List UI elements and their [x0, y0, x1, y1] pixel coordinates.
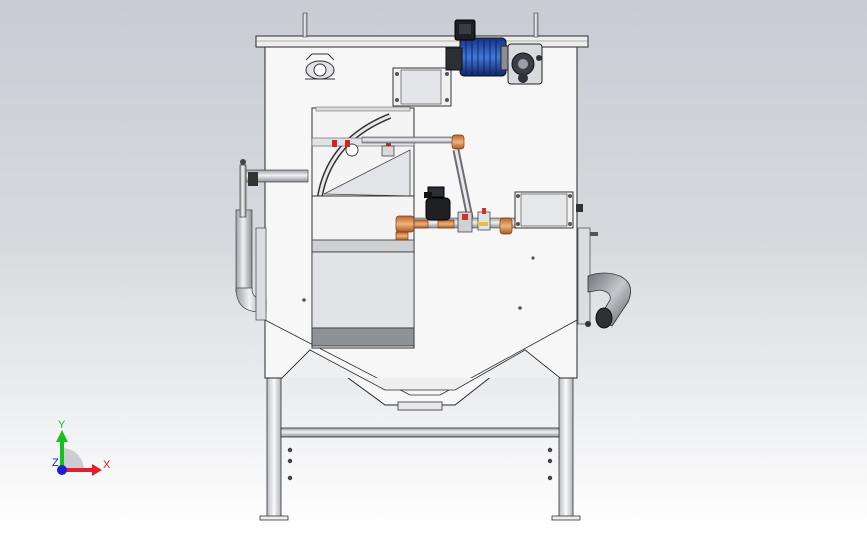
gearbox-icon	[507, 43, 543, 85]
lifting-eye	[305, 53, 335, 80]
y-axis-label: Y	[58, 419, 66, 431]
right-foot	[551, 515, 581, 521]
coordinate-triad: Y X Z	[52, 419, 111, 476]
solenoid-valve-icon	[424, 186, 451, 221]
z-axis-origin	[57, 465, 67, 475]
electric-motor-icon	[445, 19, 510, 77]
motor-bracket	[392, 67, 452, 107]
tank-lid	[255, 35, 589, 48]
right-leg	[558, 377, 574, 519]
drain-flange	[397, 401, 443, 411]
left-overflow-pipe	[235, 159, 309, 321]
z-axis-label: Z	[52, 457, 59, 469]
cross-brace	[280, 427, 560, 438]
right-outlet-pipe	[577, 227, 632, 329]
support-frame	[259, 377, 581, 521]
x-axis-label: X	[103, 459, 111, 471]
left-foot	[259, 515, 289, 521]
left-leg	[266, 377, 282, 519]
junction-box-icon	[514, 191, 583, 229]
ball-valve-icon	[457, 208, 491, 233]
